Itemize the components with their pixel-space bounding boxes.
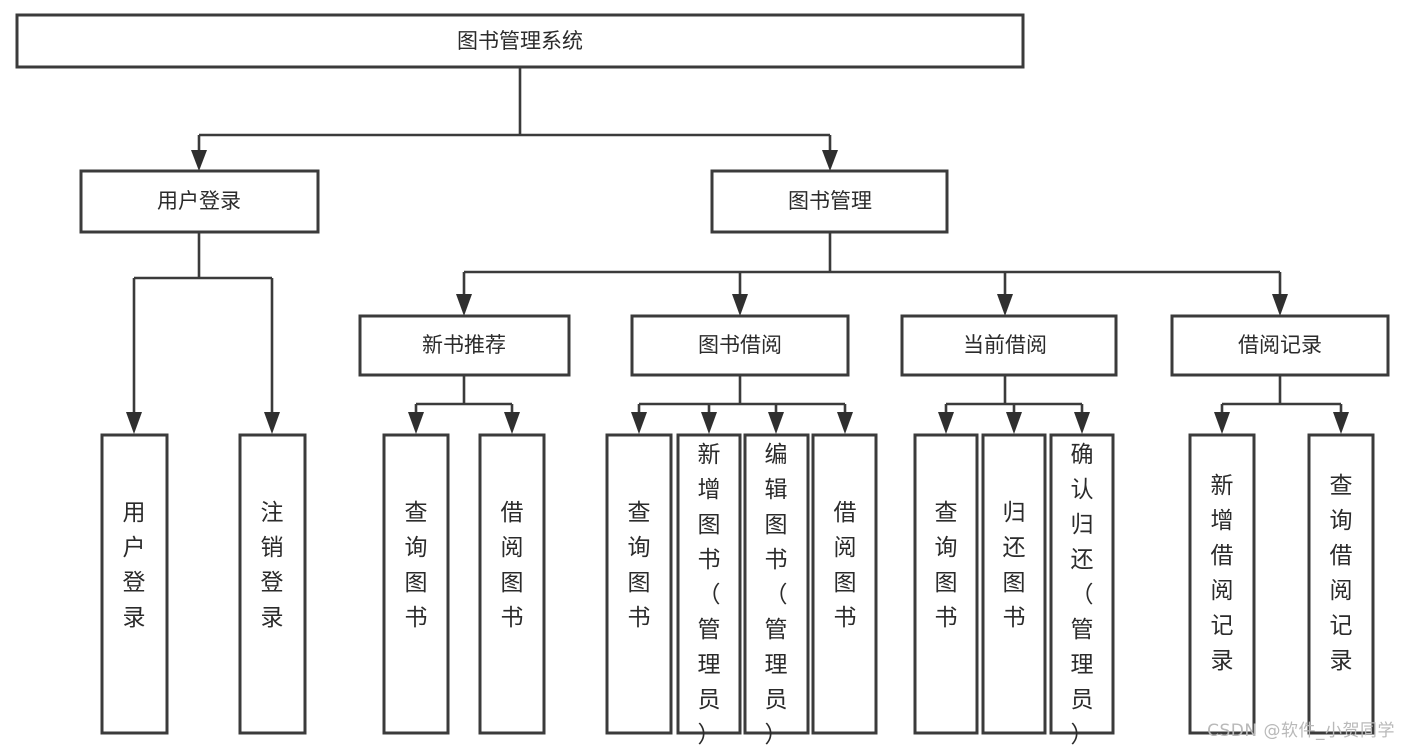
leaf-label: 注销登录 — [261, 500, 284, 631]
leaf-node[interactable]: 借阅图书 — [811, 433, 878, 735]
leaf-node[interactable]: 新增图书（管理员） — [676, 433, 742, 747]
leaf-label: 查询借阅记录 — [1330, 473, 1353, 674]
leaf-label: 查询图书 — [935, 500, 958, 631]
node-user-login-box[interactable] — [79, 169, 320, 234]
node-user-login[interactable]: 用户登录 — [79, 169, 320, 234]
arrow-head-borrow-4 — [837, 412, 853, 434]
leaf-node[interactable]: 用户登录 — [100, 433, 169, 735]
leaf-box[interactable] — [1188, 433, 1256, 735]
node-user-login-label: 用户登录 — [157, 189, 241, 213]
node-borrow-record-label: 借阅记录 — [1238, 333, 1322, 357]
leaf-box[interactable] — [238, 433, 307, 735]
node-borrow-record[interactable]: 借阅记录 — [1170, 314, 1390, 377]
leaf-node[interactable]: 查询借阅记录 — [1307, 433, 1375, 735]
leaf-box[interactable] — [981, 433, 1047, 735]
leaf-box[interactable] — [478, 433, 546, 735]
leaf-node[interactable]: 新增借阅记录 — [1188, 433, 1256, 735]
leaf-box[interactable] — [100, 433, 169, 735]
node-new-book-recommend[interactable]: 新书推荐 — [358, 314, 571, 377]
leaf-node[interactable]: 确认归还（管理员） — [1049, 433, 1115, 747]
leaf-label: 新增借阅记录 — [1211, 473, 1234, 674]
node-book-management-label: 图书管理 — [788, 189, 872, 213]
node-root-box[interactable] — [15, 13, 1025, 69]
node-book-borrow-label: 图书借阅 — [698, 333, 782, 357]
csdn-watermark: CSDN @软件_小贺同学 — [1207, 721, 1395, 741]
arrow-head-record-2 — [1333, 412, 1349, 434]
leaf-label: 查询图书 — [628, 500, 651, 631]
arrow-head-newbook-2 — [504, 412, 520, 434]
leaf-label: 借阅图书 — [501, 500, 524, 631]
leaf-box[interactable] — [676, 433, 742, 735]
connector-layer — [126, 67, 1349, 434]
node-new-book-recommend-label: 新书推荐 — [422, 333, 506, 357]
node-root[interactable]: 图书管理系统 — [15, 13, 1025, 69]
leaf-label: 归还图书 — [1003, 500, 1026, 631]
node-book-borrow[interactable]: 图书借阅 — [630, 314, 850, 377]
leaf-box[interactable] — [743, 433, 810, 735]
node-book-management[interactable]: 图书管理 — [710, 169, 949, 234]
leaf-box[interactable] — [1307, 433, 1375, 735]
leaf-label: 编辑图书（管理员） — [765, 442, 788, 747]
arrow-head-record-1 — [1214, 412, 1230, 434]
leaf-label: 借阅图书 — [834, 500, 857, 631]
leaf-label: 查询图书 — [405, 500, 428, 631]
leaf-box[interactable] — [1049, 433, 1115, 735]
arrow-head-to-login — [191, 150, 207, 171]
leaf-node[interactable]: 注销登录 — [238, 433, 307, 735]
node-book-management-box[interactable] — [710, 169, 949, 234]
node-current-borrow-label: 当前借阅 — [963, 333, 1047, 357]
leaf-node[interactable]: 查询图书 — [605, 433, 673, 735]
leaf-box[interactable] — [382, 433, 450, 735]
leaf-box[interactable] — [811, 433, 878, 735]
arrow-head-bm-2 — [732, 294, 748, 316]
arrow-head-to-bookmgmt — [822, 150, 838, 171]
leaf-node[interactable]: 查询图书 — [382, 433, 450, 735]
node-new-book-recommend-box[interactable] — [358, 314, 571, 377]
node-current-borrow[interactable]: 当前借阅 — [900, 314, 1118, 377]
arrow-head-borrow-1 — [631, 412, 647, 434]
leaf-box[interactable] — [605, 433, 673, 735]
leaf-label: 确认归还（管理员） — [1071, 442, 1094, 747]
arrow-head-borrow-2 — [701, 412, 717, 434]
arrow-head-newbook-1 — [408, 412, 424, 434]
arrow-head-borrow-3 — [768, 412, 784, 434]
arrow-head-current-2 — [1006, 412, 1022, 434]
arrow-head-login-leaf-1 — [126, 412, 142, 434]
arrow-head-current-3 — [1074, 412, 1090, 434]
leaf-node[interactable]: 查询图书 — [913, 433, 979, 735]
node-borrow-record-box[interactable] — [1170, 314, 1390, 377]
leaf-label: 用户登录 — [123, 500, 146, 631]
node-book-borrow-box[interactable] — [630, 314, 850, 377]
node-root-label: 图书管理系统 — [457, 29, 583, 53]
leaf-node[interactable]: 归还图书 — [981, 433, 1047, 735]
arrow-head-bm-4 — [1272, 294, 1288, 316]
arrow-head-bm-3 — [997, 294, 1013, 316]
leaf-label: 新增图书（管理员） — [698, 442, 721, 747]
leaf-node[interactable]: 借阅图书 — [478, 433, 546, 735]
arrow-head-current-1 — [938, 412, 954, 434]
leaf-box[interactable] — [913, 433, 979, 735]
arrow-head-login-leaf-2 — [264, 412, 280, 434]
node-current-borrow-box[interactable] — [900, 314, 1118, 377]
arrow-head-bm-1 — [456, 294, 472, 316]
leaf-node[interactable]: 编辑图书（管理员） — [743, 433, 810, 747]
